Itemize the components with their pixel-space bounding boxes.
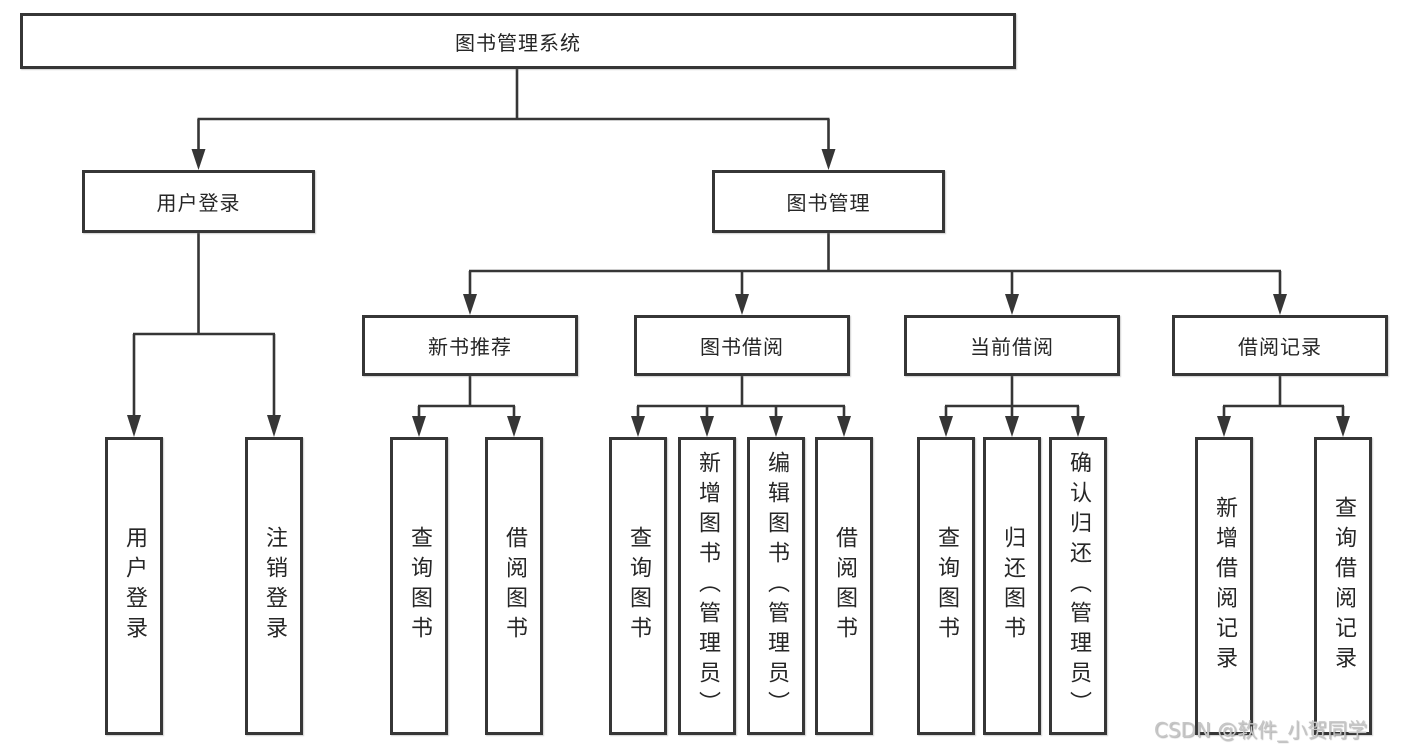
node-label: 新增图书（管理员） — [695, 451, 720, 721]
leaf-add-borrow-record: 新增借阅记录 — [1195, 437, 1253, 735]
node-label: 归还图书 — [1000, 526, 1025, 646]
leaf-edit-books-admin: 编辑图书（管理员） — [747, 437, 805, 735]
node-label: 借阅记录 — [1238, 335, 1322, 359]
node-label: 图书管理 — [786, 191, 871, 215]
node-new-book-recommend: 新书推荐 — [362, 315, 578, 376]
node-label: 注销登录 — [262, 526, 287, 646]
node-label: 用户登录 — [122, 526, 147, 646]
node-current-borrow: 当前借阅 — [904, 315, 1120, 376]
leaf-borrow-books-2: 借阅图书 — [815, 437, 873, 735]
node-book-borrow: 图书借阅 — [634, 315, 850, 376]
node-borrow-records: 借阅记录 — [1172, 315, 1388, 376]
node-book-management: 图书管理 — [712, 170, 945, 233]
csdn-watermark: CSDN @软件_小贺同学 — [1154, 718, 1368, 742]
leaf-user-login: 用户登录 — [105, 437, 163, 735]
node-label: 确认归还（管理员） — [1066, 451, 1091, 721]
leaf-query-books-1: 查询图书 — [390, 437, 448, 735]
node-label: 借阅图书 — [832, 526, 857, 646]
node-label: 查询借阅记录 — [1331, 496, 1356, 676]
leaf-borrow-books-1: 借阅图书 — [485, 437, 543, 735]
leaf-add-books-admin: 新增图书（管理员） — [678, 437, 736, 735]
node-label: 查询图书 — [626, 526, 651, 646]
node-label: 编辑图书（管理员） — [764, 451, 789, 721]
leaf-query-books-2: 查询图书 — [609, 437, 667, 735]
leaf-logout: 注销登录 — [245, 437, 303, 735]
node-label: 图书管理系统 — [455, 30, 581, 55]
node-label: 用户登录 — [156, 191, 241, 215]
node-label: 新书推荐 — [428, 335, 512, 359]
leaf-query-books-3: 查询图书 — [917, 437, 975, 735]
node-label: 图书借阅 — [700, 335, 784, 359]
node-label: 借阅图书 — [502, 526, 527, 646]
node-label: 新增借阅记录 — [1212, 496, 1237, 676]
leaf-query-borrow-record: 查询借阅记录 — [1314, 437, 1372, 735]
node-label: 查询图书 — [407, 526, 432, 646]
node-user-login: 用户登录 — [82, 170, 315, 233]
node-label: 当前借阅 — [970, 335, 1054, 359]
node-label: 查询图书 — [934, 526, 959, 646]
leaf-confirm-return-admin: 确认归还（管理员） — [1049, 437, 1107, 735]
node-library-management-system: 图书管理系统 — [20, 13, 1016, 69]
leaf-return-books: 归还图书 — [983, 437, 1041, 735]
